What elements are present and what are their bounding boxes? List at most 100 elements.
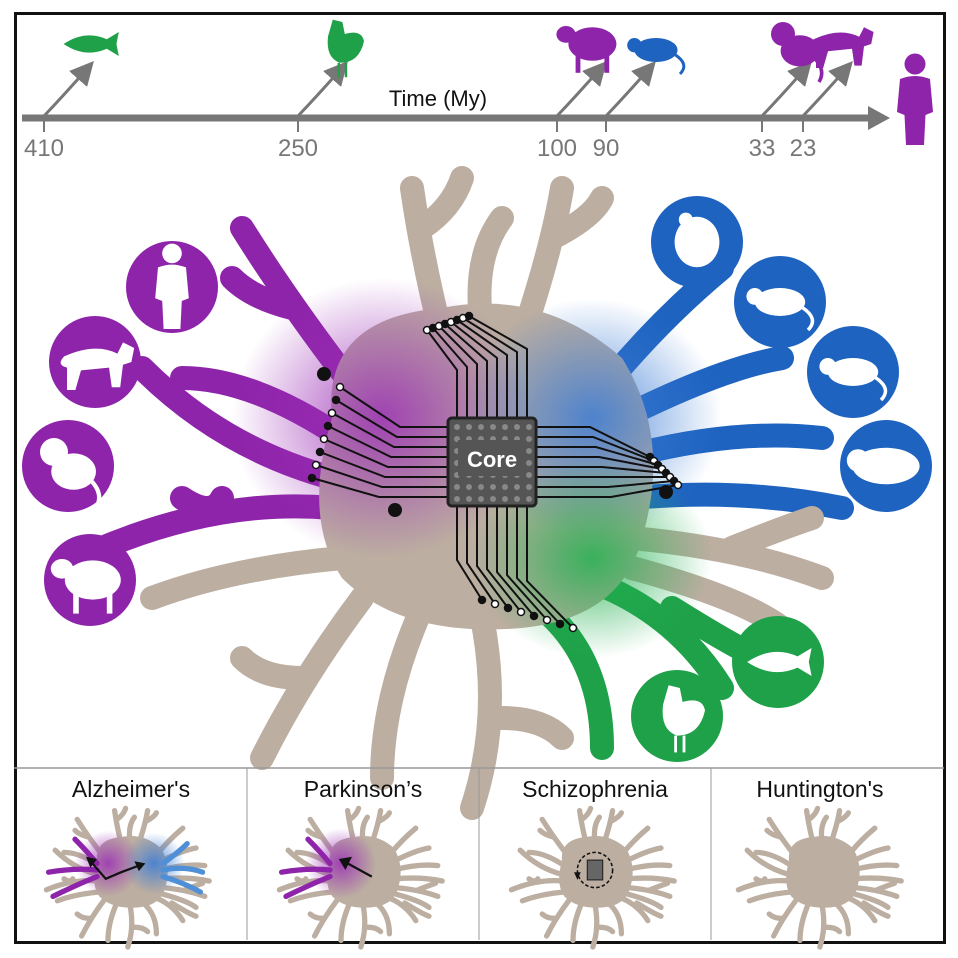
chip-pin — [466, 496, 472, 502]
hamster-icon — [674, 212, 720, 268]
astrocyte-branch — [647, 880, 671, 893]
arrowhead — [338, 856, 352, 870]
astrocyte-branch — [823, 924, 843, 935]
chip-pin — [490, 424, 496, 430]
marmoset-icon — [771, 22, 824, 83]
astrocyte-branch — [596, 924, 616, 935]
species-badge — [49, 316, 141, 408]
macaque-icon — [810, 27, 874, 69]
circuit-trace — [466, 506, 496, 605]
astrocyte-branch — [105, 900, 120, 944]
species-badge — [631, 670, 723, 762]
circuit-trace — [516, 506, 561, 625]
mini-core-chip — [586, 859, 604, 881]
astrocyte-branch — [625, 891, 664, 911]
chip-pin — [526, 496, 532, 502]
astrocyte-branch — [540, 186, 614, 250]
circuit-node — [516, 607, 526, 617]
zebrafish-icon — [747, 648, 812, 676]
astrocyte-branch — [305, 836, 333, 867]
astrocyte-branch — [766, 911, 786, 922]
chip-pin — [454, 424, 460, 430]
disease-label-huntingtons: Huntington's — [756, 776, 883, 802]
astrocyte-branch — [131, 924, 151, 935]
astrocyte-branch — [283, 873, 333, 900]
astrocyte-branch — [61, 876, 76, 884]
rodents-icon — [627, 38, 686, 76]
astrocyte-branch — [490, 706, 574, 750]
circuit-node — [542, 615, 552, 625]
astrocyte-branch — [370, 596, 434, 790]
timeline-tick-90: 90 — [593, 38, 686, 162]
circuit-trace — [444, 323, 488, 418]
species-badge — [126, 241, 218, 333]
circuit-trace — [327, 425, 448, 458]
divergence-arrow — [296, 60, 348, 118]
purple-domain — [305, 828, 377, 899]
circuit-trace — [456, 319, 508, 418]
chip-pin — [526, 472, 532, 478]
astrocyte-branch — [590, 902, 600, 950]
core-circuit — [307, 311, 683, 633]
arrowhead-right — [134, 861, 146, 872]
time-axis-arrowhead — [868, 106, 890, 130]
circuit-node — [315, 447, 325, 457]
astrocyte-branch — [410, 166, 474, 240]
circuit-node — [568, 623, 578, 633]
divergence-arrow — [42, 60, 94, 118]
circuit-node — [323, 421, 333, 431]
circuit-pad — [388, 503, 402, 517]
circuit-pad — [317, 367, 331, 381]
astrocyte-branch — [852, 875, 904, 884]
astrocyte-branch — [358, 902, 368, 950]
circuit-trace — [468, 315, 528, 418]
chip-pin — [526, 436, 532, 442]
chip-pin — [526, 424, 532, 430]
astrocyte-branch — [170, 486, 234, 520]
timeline-tick-33: 33 — [749, 22, 824, 162]
astrocyte-branch — [402, 900, 432, 919]
guinea-pig-icon — [846, 447, 920, 485]
astrocyte-branch — [160, 891, 199, 911]
circuit-trace — [536, 466, 667, 474]
circuit-trace — [462, 317, 518, 418]
astrocyte-branch — [625, 875, 677, 884]
dashed-cycle-arrow — [576, 851, 614, 889]
tick-label: 100 — [537, 135, 577, 162]
circuit-trace — [506, 506, 548, 621]
circuit-trace — [331, 412, 448, 448]
astrocyte-branch — [834, 810, 852, 825]
mouse-icon — [819, 358, 888, 402]
blue-domain — [123, 832, 185, 895]
circuit-node — [503, 603, 513, 613]
astrocyte-branch — [517, 847, 565, 878]
circuit-trace — [536, 436, 655, 462]
tick-label: 90 — [593, 135, 620, 162]
chip-pin — [478, 484, 484, 490]
circuit-trace — [536, 446, 659, 466]
species-badge — [840, 420, 932, 512]
timeline-tick-23: 23 — [790, 27, 874, 162]
disease-label-parkinsons: Parkinson’s — [304, 776, 422, 802]
circuit-node — [477, 595, 487, 605]
astrocyte-branch — [720, 506, 824, 560]
astrocyte-branch — [393, 875, 445, 884]
astrocyte-branch — [50, 873, 100, 900]
species-badge — [22, 420, 114, 512]
chip-pin — [478, 496, 484, 502]
chip-pin — [526, 460, 532, 466]
astrocyte-branch — [72, 827, 91, 840]
circuit-node — [311, 460, 321, 470]
astrocyte-branch — [347, 805, 362, 823]
tick-label: 23 — [790, 135, 817, 162]
astrocyte-branch — [45, 866, 100, 875]
rat-icon — [746, 288, 815, 332]
circuit-node — [555, 619, 565, 629]
astrocyte-branch — [526, 849, 567, 869]
astrocyte-branch — [753, 876, 768, 884]
circuit-node — [490, 599, 500, 609]
chip-pin — [526, 448, 532, 454]
circuit-trace — [432, 327, 468, 418]
